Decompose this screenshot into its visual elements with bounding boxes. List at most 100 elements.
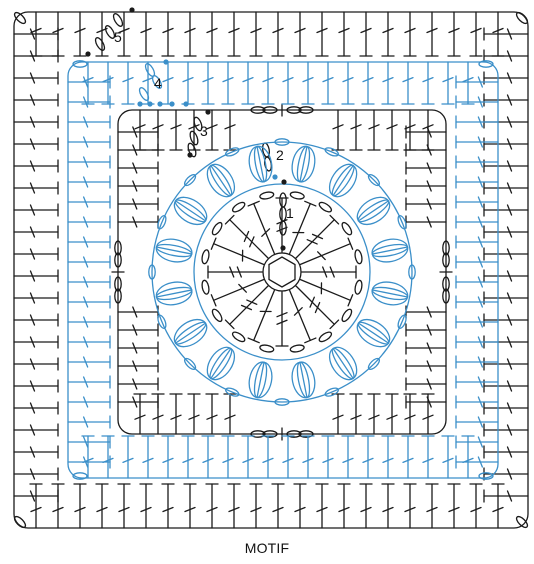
round-4-stitch (222, 436, 234, 478)
round-4-stitch (68, 256, 110, 268)
round-3-stitch (332, 110, 344, 150)
round-1-stitch (290, 290, 316, 342)
round-4-stitch (456, 116, 498, 128)
round-4-stitch (68, 356, 110, 368)
round-5-stitch (294, 484, 306, 528)
round-3-stitch (118, 342, 158, 354)
round-3-stitch (224, 394, 236, 434)
round-4-stitch (362, 436, 374, 478)
round-5-stitch (448, 484, 460, 528)
round-1-stitch (248, 290, 274, 342)
round-5-start-dot (85, 51, 90, 56)
round-5-stitch (360, 484, 372, 528)
round-4-stitch (68, 236, 110, 248)
round-3-stitch (406, 324, 446, 336)
round-5-stitch (404, 12, 416, 56)
round-5-stitch (14, 72, 58, 84)
round-5-stitch (74, 12, 86, 56)
round-4-stitch (68, 96, 110, 108)
round-5-stitch (228, 12, 240, 56)
round-5-stitch (14, 160, 58, 172)
round-5-stitch (382, 12, 394, 56)
round-3-stitch (332, 394, 344, 434)
round-3-stitch (406, 378, 446, 390)
round-3-stitch (406, 360, 446, 372)
round-1-stitch (276, 292, 288, 346)
round-3-stitch (118, 144, 158, 156)
round-4-stitch (322, 62, 334, 104)
round-4-start-dot (157, 101, 162, 106)
round-4-stitch (342, 436, 354, 478)
round-4-stitch (402, 62, 414, 104)
round-4-stitch (456, 96, 498, 108)
round-5-stitch (484, 50, 528, 62)
round-4-stitch (442, 62, 454, 104)
round-4-stitch (456, 136, 498, 148)
round-4-stitch (456, 436, 498, 448)
round-5-stitch (382, 484, 394, 528)
round-3-stitch (406, 180, 446, 192)
round-4-stitch (422, 436, 434, 478)
round-5-stitch (272, 12, 284, 56)
round-5-stitch (14, 292, 58, 304)
round-1-stitch (302, 266, 356, 278)
round-5-stitch (272, 484, 284, 528)
round-4-stitch (68, 136, 110, 148)
round-4-stitch (342, 62, 354, 104)
round-3-stitch (118, 180, 158, 192)
round-1-chain (231, 330, 246, 343)
round-label-3: 3 (200, 123, 208, 139)
round-4-stitch (68, 216, 110, 228)
round-3-stitch (118, 198, 158, 210)
round-4-stitch (68, 176, 110, 188)
round-4-stitch (382, 62, 394, 104)
round-5-stitch (470, 12, 482, 56)
start-chain (94, 36, 107, 51)
round-4-stitch (456, 236, 498, 248)
round-1 (201, 191, 363, 353)
round-4-stitch (242, 62, 254, 104)
round-4-stitch (162, 436, 174, 478)
round-4-stitch (68, 336, 110, 348)
round-1-chain (201, 280, 210, 295)
round-4-stitch (68, 316, 110, 328)
round-5-stitch (14, 468, 58, 480)
round-5-stitch (484, 204, 528, 216)
round-5-stitch (118, 484, 130, 528)
round-5-stitch (484, 314, 528, 326)
round-3-stitch (406, 144, 446, 156)
round-5-stitch (484, 424, 528, 436)
round-3-stitch (386, 394, 398, 434)
round-3-stitch (118, 162, 158, 174)
round-5-stitch (162, 484, 174, 528)
round-5-stitch (184, 484, 196, 528)
round-4-stitch (68, 156, 110, 168)
round-4-stitch (322, 436, 334, 478)
round-5-stitch (294, 12, 306, 56)
round-4-stitch (68, 456, 110, 468)
round-3-stitch (118, 216, 158, 228)
round-1-stitch (300, 238, 352, 264)
round-3-stitch (206, 110, 218, 150)
round-1-stitch (208, 266, 262, 278)
round-1-stitch (300, 280, 352, 306)
round-2-start-dot (272, 174, 277, 179)
round-3-stitch (368, 110, 380, 150)
round-5-stitch (484, 28, 528, 40)
round-4-stitch (456, 276, 498, 288)
round-5 (13, 11, 529, 529)
round-5-stitch (250, 484, 262, 528)
round-4-stitch (456, 256, 498, 268)
round-3-stitch (224, 110, 236, 150)
round-4-start-dot (137, 101, 142, 106)
round-4-stitch (68, 116, 110, 128)
round-1-chain (340, 221, 353, 236)
round-4-stitch (202, 62, 214, 104)
round-5-stitch (426, 484, 438, 528)
round-5-stitch (14, 336, 58, 348)
round-4-stitch (302, 62, 314, 104)
round-4-stitch (182, 62, 194, 104)
round-5-stitch (14, 358, 58, 370)
round-3-stitch (406, 306, 446, 318)
round-1-chain (354, 280, 363, 295)
